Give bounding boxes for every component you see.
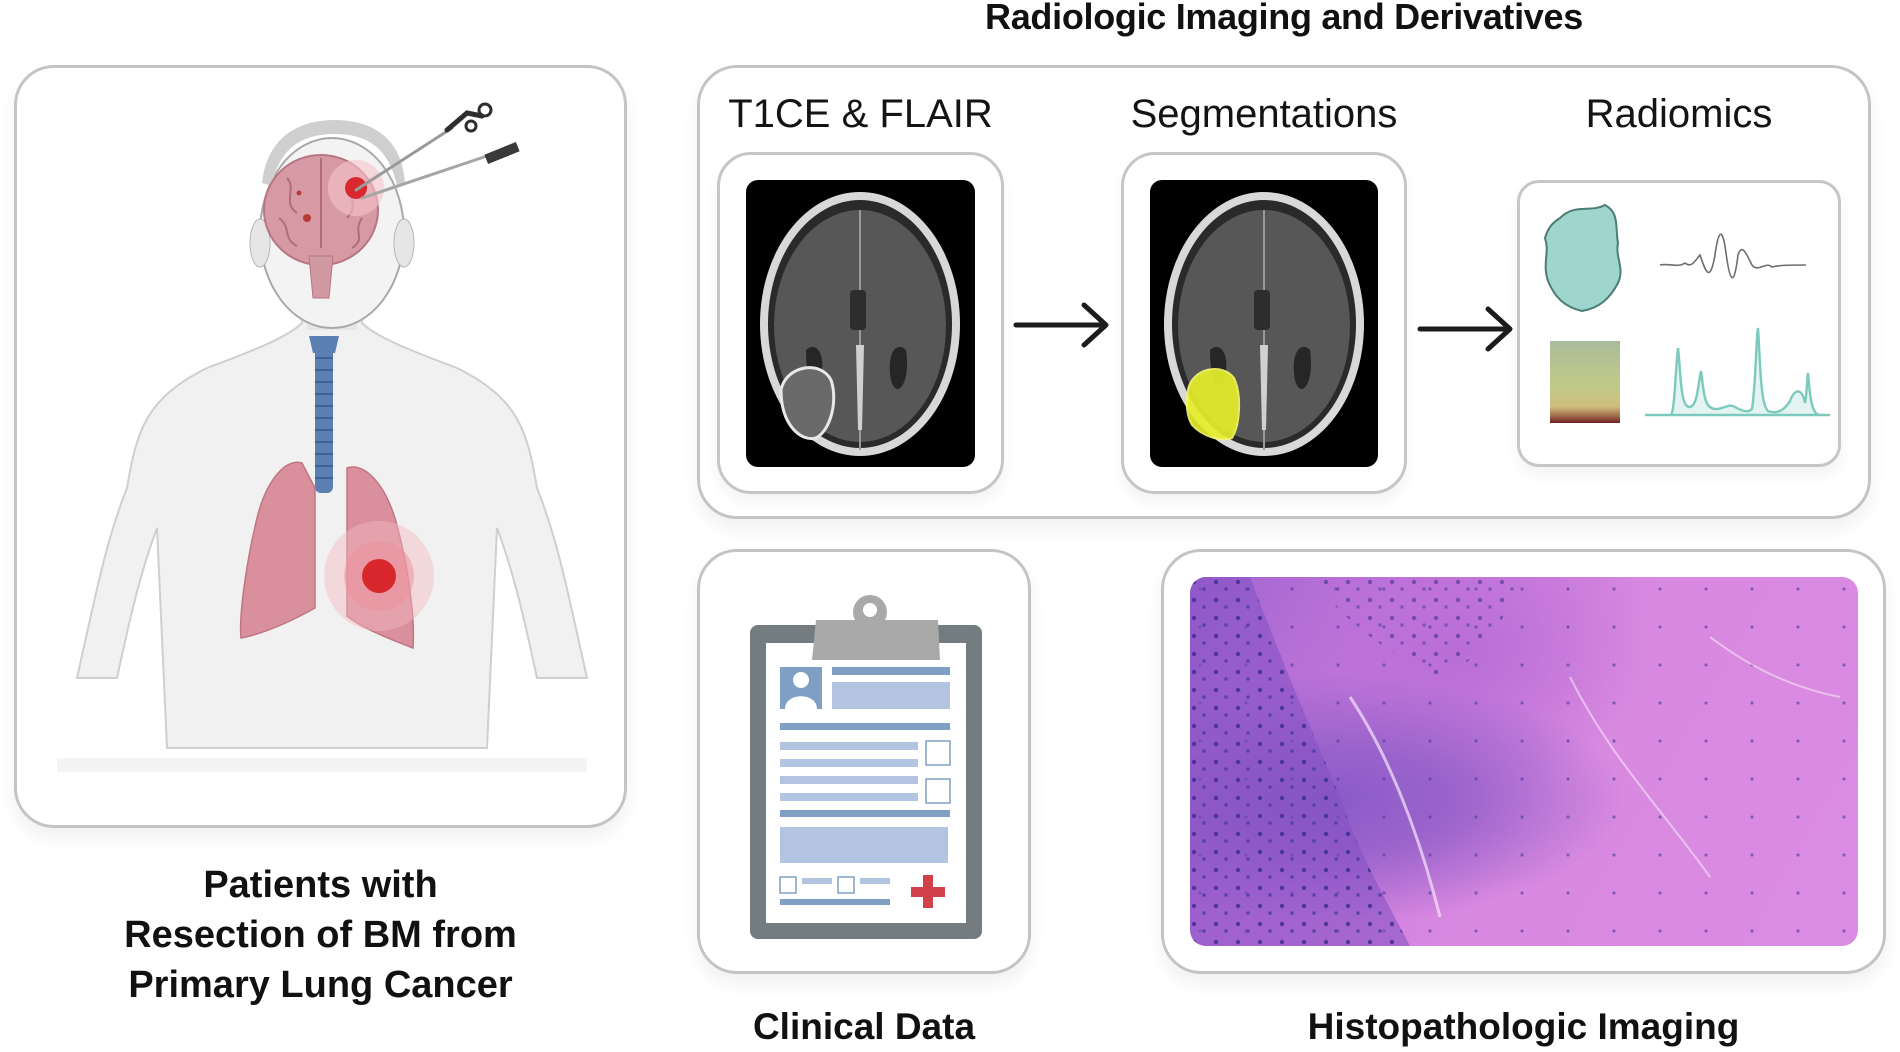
mri-with-tumor-segmentation-icon [1150, 180, 1378, 467]
clipboard-medical-record-icon [750, 595, 982, 939]
caption-line: Patients with [203, 864, 438, 906]
intensity-spectrum-icon [1645, 327, 1830, 417]
lungs-icon [239, 461, 434, 650]
clinical-data-caption: Clinical Data [752, 1006, 976, 1047]
step-label-radiomics: Radiomics [1585, 92, 1773, 136]
wavelet-signal-icon [1659, 233, 1807, 279]
tumor-shape-icon [1543, 203, 1622, 313]
histopathology-caption: Histopathologic Imaging [1307, 1006, 1740, 1047]
he-stained-tissue-image-icon [1190, 577, 1858, 946]
patient-caption: Patients with Resection of BM from Prima… [14, 860, 627, 1010]
step-label-segmentations: Segmentations [1130, 92, 1398, 136]
caption-line: Primary Lung Cancer [128, 964, 513, 1006]
surgical-instruments-icon [354, 102, 520, 200]
patient-panel [14, 65, 627, 828]
clinical-data-panel [697, 549, 1031, 974]
figure-title: Radiologic Imaging and Derivatives [985, 0, 1583, 37]
caption-line: Resection of BM from [124, 914, 517, 956]
mri-axial-brain-scan-icon [746, 180, 975, 467]
step-label-t1ce-flair: T1CE & FLAIR [728, 92, 993, 136]
brain-icon [263, 154, 384, 299]
right-arrow-icon [1417, 306, 1513, 352]
patient-illustration-icon [57, 102, 589, 772]
right-arrow-icon [1013, 302, 1109, 348]
radiomics-card [1517, 180, 1841, 467]
trachea-icon [309, 336, 339, 493]
